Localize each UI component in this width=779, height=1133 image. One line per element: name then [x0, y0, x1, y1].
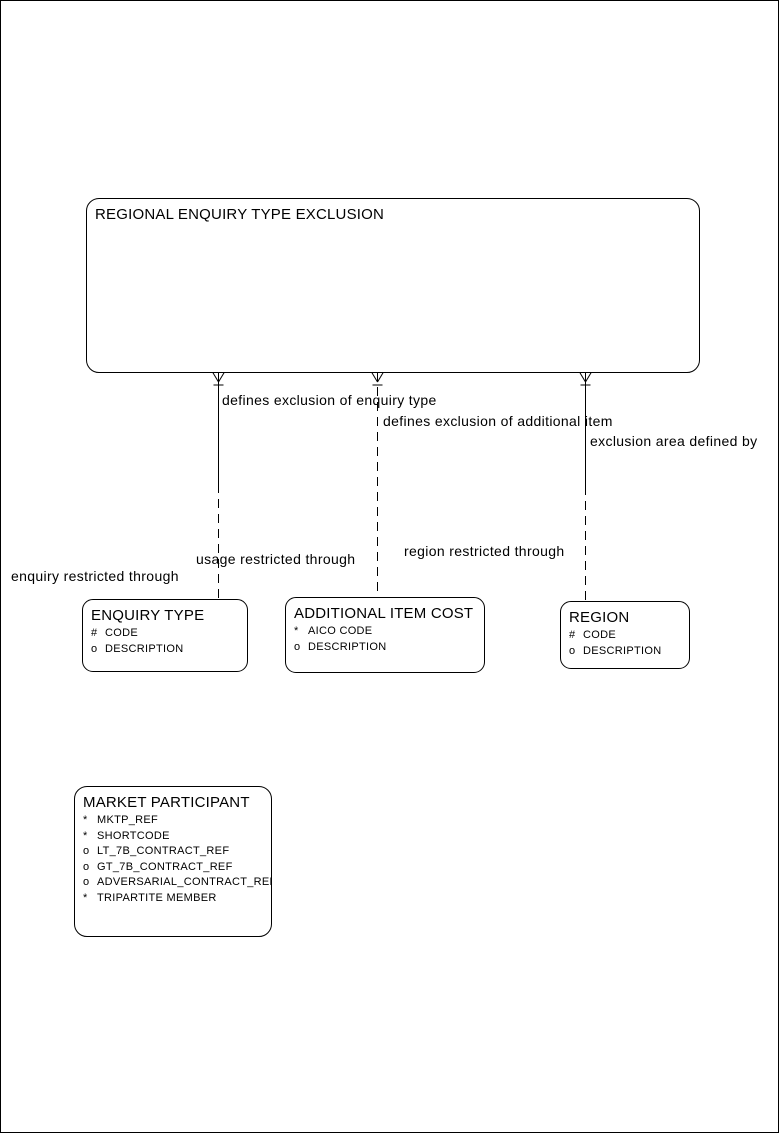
relationship-label-defines-exclusion-of-enquiry-type[interactable]: defines exclusion of enquiry type — [222, 392, 437, 408]
attribute-row: * MKTP_REF — [83, 813, 267, 829]
attribute-row: o DESCRIPTION — [294, 640, 480, 656]
relationship-label-enquiry-restricted-through[interactable]: enquiry restricted through — [11, 568, 179, 584]
attribute-row: * AICO CODE — [294, 624, 480, 640]
attribute-row: o DESCRIPTION — [91, 642, 243, 658]
attribute-marker: o — [83, 860, 90, 873]
attribute-row: o DESCRIPTION — [569, 644, 685, 660]
relationship-label-exclusion-area-defined-by[interactable]: exclusion area defined by — [590, 433, 758, 449]
relationship-line-region[interactable] — [579, 371, 592, 601]
entity-title: REGIONAL ENQUIRY TYPE EXCLUSION — [95, 206, 385, 223]
attribute-row: * SHORTCODE — [83, 829, 267, 845]
attribute-list: # CODE o DESCRIPTION — [569, 628, 685, 659]
entity-title: MARKET PARTICIPANT — [83, 794, 250, 811]
crows-foot-many-marker — [371, 371, 384, 386]
attribute-name: MKTP_REF — [97, 814, 159, 826]
attribute-marker: * — [83, 829, 88, 842]
attribute-marker: o — [91, 642, 98, 655]
attribute-list: # CODE o DESCRIPTION — [91, 626, 243, 657]
entity-title: ENQUIRY TYPE — [91, 607, 205, 624]
attribute-name: CODE — [105, 627, 138, 639]
attribute-name: ADVERSARIAL_CONTRACT_REF — [97, 876, 272, 888]
attribute-list: * MKTP_REF * SHORTCODE o LT_7B_CONTRACT_REF… — [83, 813, 271, 907]
attribute-name: SHORTCODE — [97, 829, 170, 842]
attribute-row: o GT_7B_CONTRACT_REF — [83, 860, 267, 876]
entity-title: REGION — [569, 609, 630, 626]
attribute-name: CODE — [583, 629, 616, 641]
attribute-name: AICO CODE — [308, 625, 373, 637]
attribute-marker: o — [569, 644, 576, 657]
attribute-list: * AICO CODE o DESCRIPTION — [294, 624, 480, 655]
entity-enquiry-type[interactable]: ENQUIRY TYPE # CODE o DESCRIPTION — [82, 599, 248, 672]
attribute-name: LT_7B_CONTRACT_REF — [97, 845, 230, 857]
crows-foot-many-marker — [579, 371, 592, 386]
attribute-name: DESCRIPTION — [105, 642, 184, 655]
attribute-name: GT_7B_CONTRACT_REF — [97, 860, 233, 873]
attribute-row: * TRIPARTITE MEMBER — [83, 891, 267, 907]
attribute-marker: * — [294, 625, 299, 637]
attribute-marker: # — [569, 629, 576, 641]
attribute-marker: o — [83, 876, 90, 888]
attribute-row: o ADVERSARIAL_CONTRACT_REF — [83, 875, 271, 891]
attribute-row: o LT_7B_CONTRACT_REF — [83, 844, 267, 860]
entity-market-participant[interactable]: MARKET PARTICIPANT * MKTP_REF * SHORTCODE … — [74, 786, 272, 937]
attribute-name: TRIPARTITE MEMBER — [97, 891, 217, 904]
relationship-label-region-restricted-through[interactable]: region restricted through — [404, 543, 565, 559]
relationship-label-defines-exclusion-of-additional-item[interactable]: defines exclusion of additional item — [383, 413, 613, 429]
attribute-marker: # — [91, 627, 98, 639]
entity-region[interactable]: REGION # CODE o DESCRIPTION — [560, 601, 690, 669]
crows-foot-many-marker — [212, 371, 225, 386]
attribute-row: # CODE — [569, 628, 685, 644]
attribute-marker: o — [83, 845, 90, 857]
relationship-label-usage-restricted-through[interactable]: usage restricted through — [196, 551, 356, 567]
relationship-line-additional-item-cost[interactable] — [371, 371, 384, 597]
entity-title: ADDITIONAL ITEM COST — [294, 605, 474, 622]
attribute-name: DESCRIPTION — [583, 644, 662, 657]
attribute-marker: * — [83, 891, 88, 904]
attribute-name: DESCRIPTION — [308, 640, 387, 653]
attribute-marker: o — [294, 640, 301, 653]
entity-regional-enquiry-type-exclusion[interactable]: REGIONAL ENQUIRY TYPE EXCLUSION — [86, 198, 700, 373]
attribute-marker: * — [83, 814, 88, 826]
entity-additional-item-cost[interactable]: ADDITIONAL ITEM COST * AICO CODE o DESCRIP… — [285, 597, 485, 673]
relationship-line-enquiry-type[interactable] — [212, 371, 225, 599]
attribute-row: # CODE — [91, 626, 243, 642]
